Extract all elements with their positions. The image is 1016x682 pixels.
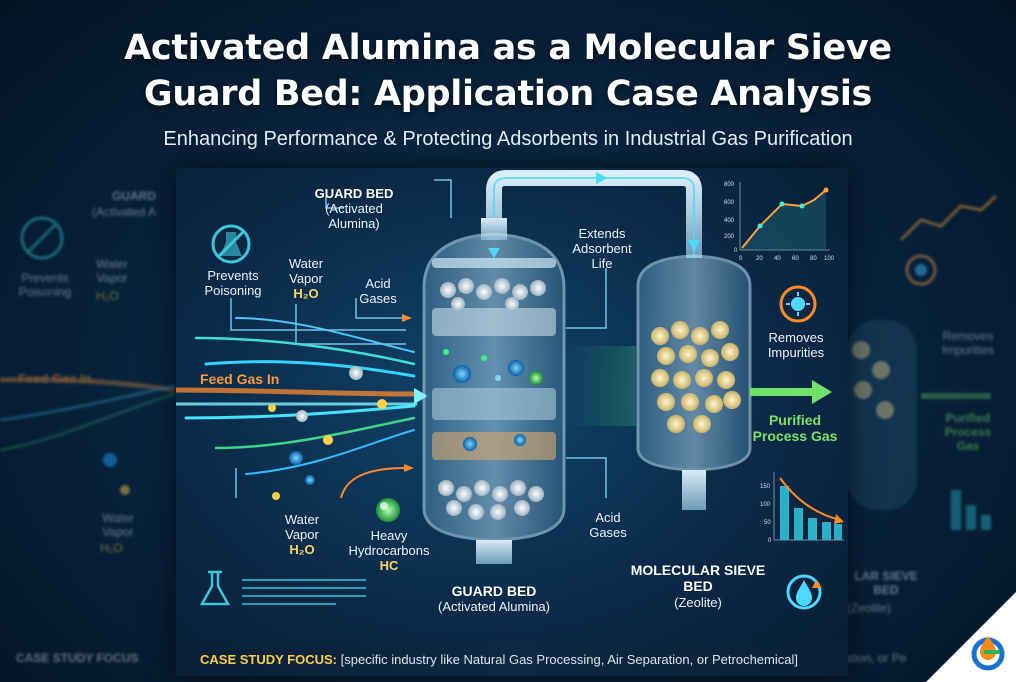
page-title-line-2: Guard Bed: Application Case Analysis bbox=[143, 74, 873, 114]
acid-gases-bottom-label: Acid Gases bbox=[589, 510, 627, 541]
droplet-recycle-icon bbox=[786, 574, 822, 610]
heavy-hydrocarbons: Heavy Hydrocarbons HC bbox=[344, 528, 434, 574]
lc-ytick-2: 400 bbox=[724, 218, 735, 224]
alumina-beads bbox=[438, 278, 546, 520]
ghost-guard-title: GUARD bbox=[112, 189, 156, 203]
incoming-flow-lines bbox=[176, 317, 418, 475]
ghost-guard-sub: (Activated A bbox=[92, 205, 157, 219]
left-echo-art bbox=[0, 216, 175, 495]
guard-bed-callout-title: GUARD BED bbox=[314, 186, 394, 201]
lc-xtick-1: 20 bbox=[756, 256, 763, 262]
ghost-water-2: Water Vapor bbox=[102, 511, 134, 539]
molecular-sieve-caption-title: MOLECULAR SIEVE BED bbox=[630, 562, 766, 595]
case-study-footer: CASE STUDY FOCUS: [specific industry lik… bbox=[176, 644, 848, 676]
bar-chart bbox=[773, 472, 844, 541]
guard-bed-callout: GUARD BED (Activated Alumina) bbox=[306, 186, 402, 232]
ghost-footer-tail: ration, or Pe bbox=[841, 651, 907, 665]
ghost-removes: Removes Impurities bbox=[941, 329, 994, 357]
lc-ytick-0: 800 bbox=[724, 182, 735, 188]
ghost-prevents: Prevents Poisoning bbox=[18, 271, 72, 299]
bc-ytick-1: 100 bbox=[760, 502, 771, 508]
right-echo-art bbox=[847, 194, 998, 530]
line-chart bbox=[739, 182, 830, 251]
water-vapor-bottom-label: Water Vapor bbox=[284, 512, 320, 543]
impurity-removal-icon bbox=[779, 285, 817, 323]
line-chart-ticks: 800 600 400 200 0 0 20 40 60 80 100 bbox=[724, 182, 835, 262]
heavy-hydrocarbon-bubble-icon bbox=[376, 498, 400, 522]
zeolite-beads bbox=[651, 321, 741, 433]
ghost-feed: Feed Gas In bbox=[18, 371, 92, 386]
bc-ytick-0: 150 bbox=[760, 484, 771, 490]
lc-xtick-2: 40 bbox=[774, 256, 781, 262]
water-vapor-top-formula: H₂O bbox=[293, 286, 319, 302]
heavy-hydrocarbons-formula: HC bbox=[379, 558, 399, 574]
purified-gas-label: Purified Process Gas bbox=[752, 412, 838, 445]
lc-ytick-3: 200 bbox=[724, 234, 735, 240]
molecular-sieve-caption: MOLECULAR SIEVE BED (Zeolite) bbox=[628, 562, 768, 610]
ghost-formula-2: H₂O bbox=[100, 541, 123, 555]
feed-arrow-head bbox=[414, 388, 428, 404]
lc-xtick-0: 0 bbox=[739, 256, 743, 262]
bc-ytick-2: 50 bbox=[764, 520, 771, 526]
prohibited-icon-echo bbox=[20, 216, 64, 260]
lc-ytick-1: 600 bbox=[724, 200, 735, 206]
ghost-purified: Purified Process Gas bbox=[944, 411, 992, 453]
diagram-panel: 800 600 400 200 0 0 20 40 60 80 100 150 bbox=[176, 168, 848, 676]
ghost-water: Water Vapor bbox=[96, 257, 128, 285]
bar-chart-ticks: 150 100 50 0 bbox=[760, 484, 772, 544]
brand-logo-icon bbox=[926, 592, 1016, 682]
bc-ytick-3: 0 bbox=[768, 538, 772, 544]
water-vapor-top: Water Vapor H₂O bbox=[276, 256, 336, 302]
water-vapor-bottom: Water Vapor H₂O bbox=[272, 512, 332, 558]
ghost-formula: H₂O bbox=[96, 289, 119, 303]
lc-ytick-4: 0 bbox=[734, 248, 738, 254]
left-background-echo: GUARD (Activated A Prevents Poisoning Wa… bbox=[0, 150, 175, 682]
guard-bed-callout-subtitle: (Activated Alumina) bbox=[325, 201, 383, 232]
page-title-line-1: Activated Alumina as a Molecular Sieve bbox=[124, 28, 892, 68]
ghost-case: CASE STUDY FOCUS bbox=[16, 651, 139, 665]
water-vapor-bottom-formula: H₂O bbox=[289, 542, 315, 558]
molecular-sieve-vessel bbox=[636, 254, 752, 510]
right-background-echo: Removes Impurities Purified Process Gas … bbox=[841, 150, 1016, 682]
acid-gases-top-label: Acid Gases bbox=[359, 276, 397, 307]
extends-life-label: Extends Adsorbent Life bbox=[572, 226, 632, 272]
lc-xtick-4: 80 bbox=[810, 256, 817, 262]
water-vapor-top-label: Water Vapor bbox=[288, 256, 324, 287]
case-study-text: [specific industry like Natural Gas Proc… bbox=[340, 652, 798, 667]
guard-bed-caption-subtitle: (Activated Alumina) bbox=[438, 599, 550, 615]
guard-bed-caption-title: GUARD BED bbox=[451, 583, 537, 599]
case-study-label: CASE STUDY FOCUS: bbox=[200, 652, 337, 667]
feed-gas-in-label: Feed Gas In bbox=[200, 371, 280, 387]
page-subtitle: Enhancing Performance & Protecting Adsor… bbox=[163, 128, 853, 150]
no-contamination-icon bbox=[211, 224, 251, 264]
ghost-mol: LAR SIEVE BED bbox=[854, 569, 918, 597]
removes-impurities-label: Removes Impurities bbox=[767, 330, 825, 361]
ghost-mol-sub: (Zeolite) bbox=[847, 601, 892, 615]
heavy-hydrocarbons-label: Heavy Hydrocarbons bbox=[348, 528, 430, 559]
flask-icon bbox=[199, 570, 366, 606]
guard-bed-caption: GUARD BED (Activated Alumina) bbox=[428, 583, 560, 615]
molecular-sieve-caption-subtitle: (Zeolite) bbox=[674, 594, 722, 610]
prevents-poisoning-label: Prevents Poisoning bbox=[204, 268, 262, 299]
lc-xtick-5: 100 bbox=[824, 256, 835, 262]
diagram-art: 800 600 400 200 0 0 20 40 60 80 100 150 bbox=[176, 170, 844, 610]
lc-xtick-3: 60 bbox=[792, 256, 799, 262]
